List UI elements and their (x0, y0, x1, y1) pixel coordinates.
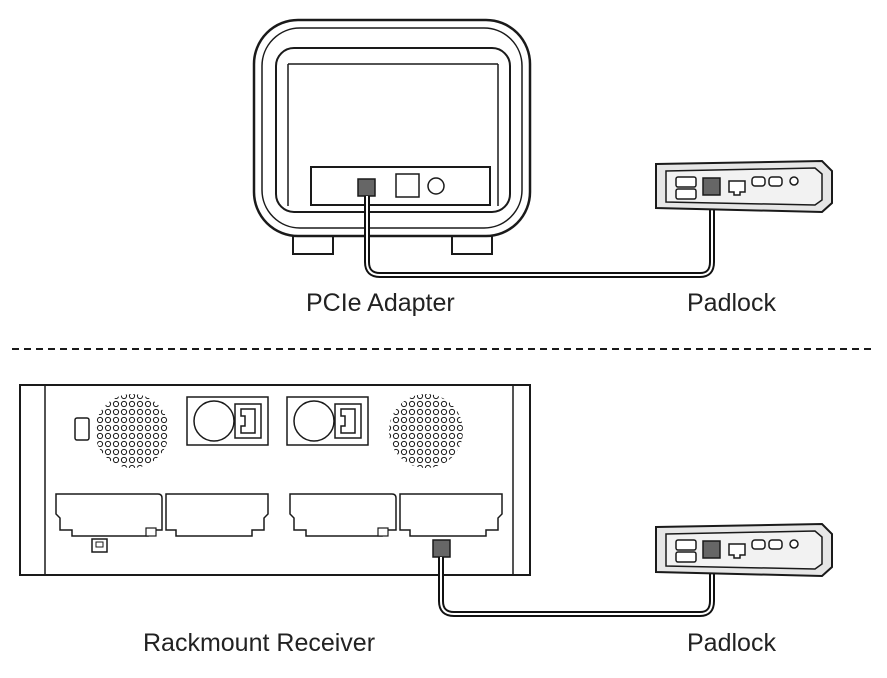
usb-port-icon (676, 540, 696, 550)
padlock-device-top (656, 161, 832, 212)
usb-port-icon (676, 552, 696, 562)
power-supply-right (287, 397, 368, 445)
adapter-round-port (428, 178, 444, 194)
power-switch-icon (75, 418, 89, 440)
usb-port-icon (676, 189, 696, 199)
padlock-port (703, 541, 720, 558)
rackmount-receiver (20, 385, 530, 575)
rackmount-receiver-label: Rackmount Receiver (143, 629, 375, 657)
usb-port-icon (676, 177, 696, 187)
expansion-slot-4 (400, 494, 502, 536)
ethernet-port-icon (92, 539, 107, 552)
expansion-slot-2 (166, 494, 268, 536)
fan-grille-right (389, 394, 463, 468)
padlock-device-bottom (656, 524, 832, 576)
padlock-port (703, 178, 720, 195)
fan-grille-left (95, 394, 169, 468)
pcie-adapter-enclosure (254, 20, 530, 254)
pcie-adapter-label: PCIe Adapter (306, 289, 455, 317)
power-supply-left (187, 397, 268, 445)
adapter-port (358, 179, 375, 196)
padlock-label-bottom: Padlock (687, 629, 776, 657)
padlock-label-top: Padlock (687, 289, 776, 317)
receiver-port (433, 540, 450, 557)
adapter-square-port (396, 174, 419, 197)
